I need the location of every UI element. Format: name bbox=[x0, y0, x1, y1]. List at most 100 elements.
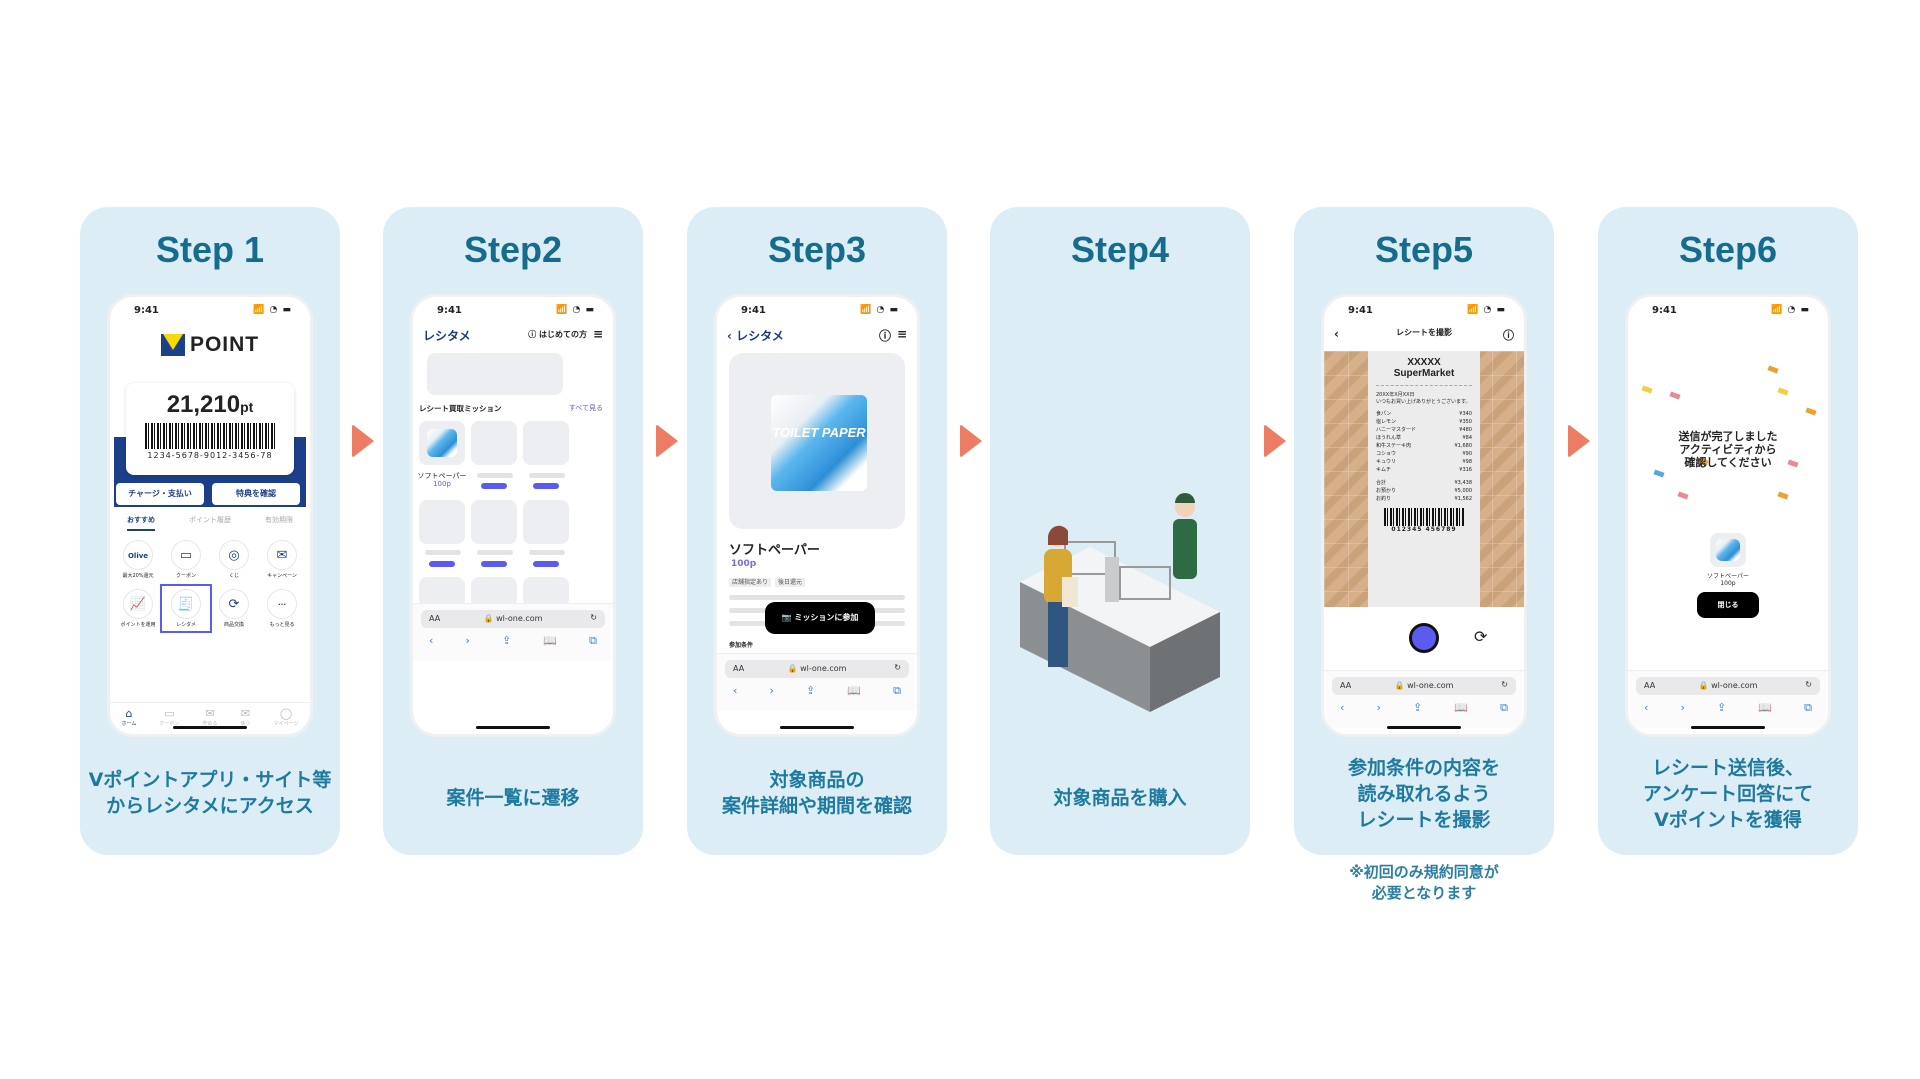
url-bar[interactable]: AA🔒 wl-one.com↻ bbox=[1332, 677, 1516, 695]
forward-icon[interactable]: › bbox=[465, 634, 470, 647]
step-caption: 参加条件の内容を読み取れるようレシートを撮影 bbox=[1347, 757, 1500, 831]
forward-icon[interactable]: › bbox=[769, 684, 774, 697]
forward-icon[interactable]: › bbox=[1680, 701, 1685, 714]
feature-exchange[interactable]: ⟳商品交換 bbox=[210, 586, 258, 631]
receipt-line: キュウリ¥98 bbox=[1376, 459, 1472, 465]
close-button[interactable]: 閉じる bbox=[1697, 592, 1759, 618]
browser-bar: AA🔒 wl-one.com↻ ‹ › ⇪ 📖 ⧉ bbox=[1324, 670, 1524, 728]
receipt-barcode bbox=[1384, 508, 1464, 526]
tote-bag bbox=[1062, 577, 1078, 607]
step-1-panel: Step 1 9:41📶 ◔ ▬ POINT 21,210pt 1234-567… bbox=[80, 207, 340, 855]
point-balance: 21,210 bbox=[166, 391, 241, 418]
feature-lottery[interactable]: ◎くじ bbox=[210, 537, 258, 582]
nav-item[interactable]: ▭クーポン bbox=[159, 707, 179, 727]
receipt-line: 塩レモン¥350 bbox=[1376, 419, 1472, 425]
reload-icon[interactable]: ↻ bbox=[1805, 680, 1812, 689]
tabs-icon[interactable]: ⧉ bbox=[893, 684, 901, 697]
nav-item[interactable]: ◯マイページ bbox=[274, 707, 299, 727]
back-icon[interactable]: ‹ bbox=[429, 634, 434, 647]
confetti-piece bbox=[1677, 491, 1689, 500]
confetti-piece bbox=[1767, 365, 1779, 374]
feature-label: もっと見る bbox=[269, 622, 295, 628]
menu-icon[interactable]: ≡ bbox=[592, 327, 603, 341]
mission-item-thumbnail[interactable] bbox=[419, 421, 465, 465]
more-icon: ··· bbox=[267, 589, 297, 619]
see-all-link[interactable]: すべて見る bbox=[568, 404, 603, 412]
tabs-icon[interactable]: ⧉ bbox=[1804, 701, 1812, 714]
bookmarks-icon[interactable]: 📖 bbox=[1454, 701, 1468, 714]
nav-label: 使う bbox=[240, 721, 251, 727]
receipt-line: お預かり¥5,000 bbox=[1376, 488, 1472, 494]
share-icon[interactable]: ⇪ bbox=[1413, 701, 1423, 714]
feature-invest[interactable]: 📈ポイントを運用 bbox=[114, 586, 162, 631]
menu-icon[interactable]: ≡ bbox=[896, 327, 907, 341]
switch-camera-icon[interactable]: ⟳ bbox=[1474, 627, 1488, 646]
nav-item[interactable]: ✉使う bbox=[241, 707, 251, 727]
share-icon[interactable]: ⇪ bbox=[1717, 701, 1727, 714]
coupon-icon: ▭ bbox=[171, 540, 201, 570]
app-title: レシタメ bbox=[423, 329, 471, 343]
barcode bbox=[145, 423, 275, 449]
bookmarks-icon[interactable]: 📖 bbox=[847, 684, 861, 697]
browser-bar: AA🔒 wl-one.com↻ ‹ › ⇪ 📖 ⧉ bbox=[717, 653, 917, 711]
step-2-panel: Step2 9:41📶 ◔ ▬ レシタメ ⓘ はじめての方 ≡ レシート買取ミッ… bbox=[383, 207, 643, 855]
step-title: Step3 bbox=[767, 229, 867, 270]
feature-receipt[interactable]: 🧾レシタメ bbox=[160, 584, 212, 633]
step-3-panel: Step3 9:41📶 ◔ ▬ ‹ レシタメ ⓘ≡ TOILET PAPER ソ… bbox=[687, 207, 947, 855]
tabs-icon[interactable]: ⧉ bbox=[1500, 701, 1508, 714]
conditions-heading: 参加条件 bbox=[729, 642, 754, 649]
tab-expiry[interactable]: 有効期限 bbox=[265, 516, 293, 524]
signal-icon: 📶 ◔ ▬ bbox=[556, 305, 595, 315]
nav-icon: ✉ bbox=[240, 707, 251, 720]
back-icon[interactable]: ‹ bbox=[727, 329, 737, 343]
receipt-line: ほうれん草¥84 bbox=[1376, 435, 1472, 441]
product-image: TOILET PAPER bbox=[729, 353, 905, 529]
nav-item[interactable]: ✉貯める bbox=[202, 707, 217, 727]
url-bar[interactable]: AA🔒 wl-one.com↻ bbox=[1636, 677, 1820, 695]
bookmarks-icon[interactable]: 📖 bbox=[1758, 701, 1772, 714]
clerk-body bbox=[1173, 519, 1197, 579]
help-icon[interactable]: ⓘ bbox=[878, 329, 891, 343]
signal-icon: 📶 ◔ ▬ bbox=[1771, 305, 1810, 315]
reload-icon[interactable]: ↻ bbox=[894, 663, 901, 672]
back-icon[interactable]: ‹ bbox=[1644, 701, 1649, 714]
checkout-illustration bbox=[1020, 493, 1220, 712]
share-icon[interactable]: ⇪ bbox=[806, 684, 816, 697]
shutter-button[interactable] bbox=[1409, 623, 1439, 653]
charge-pay-button[interactable]: チャージ・支払い bbox=[116, 483, 204, 505]
mission-item-points: 100p bbox=[433, 480, 451, 488]
reload-icon[interactable]: ↻ bbox=[1501, 680, 1508, 689]
reload-icon[interactable]: ↻ bbox=[590, 613, 597, 622]
v-logo-icon bbox=[160, 334, 185, 356]
banner-placeholder bbox=[427, 353, 563, 395]
product-name: ソフトペーパー bbox=[729, 543, 820, 558]
forward-icon[interactable]: › bbox=[1376, 701, 1381, 714]
nav-item[interactable]: ⌂ホーム bbox=[122, 707, 137, 727]
share-icon[interactable]: ⇪ bbox=[502, 634, 512, 647]
tabs-icon[interactable]: ⧉ bbox=[589, 634, 597, 647]
bookmarks-icon[interactable]: 📖 bbox=[543, 634, 557, 647]
help-icon[interactable]: ⓘ bbox=[1503, 329, 1514, 342]
status-time: 9:41 bbox=[134, 305, 159, 316]
back-icon[interactable]: ‹ bbox=[1334, 327, 1339, 341]
nav-icon: ▭ bbox=[164, 707, 175, 720]
help-link[interactable]: ⓘ はじめての方 bbox=[528, 330, 587, 339]
feature-more[interactable]: ··· もっと見る bbox=[258, 586, 306, 631]
back-icon[interactable]: ‹ bbox=[733, 684, 738, 697]
back-icon[interactable]: ‹ bbox=[1340, 701, 1345, 714]
feature-coupon[interactable]: ▭クーポン bbox=[162, 537, 210, 582]
tab-recommended[interactable]: おすすめ bbox=[127, 515, 155, 531]
point-card[interactable]: 21,210pt 1234-5678-9012-3456-78 bbox=[126, 383, 294, 475]
benefits-button[interactable]: 特典を確認 bbox=[212, 483, 300, 505]
url-bar[interactable]: AA🔒 wl-one.com↻ bbox=[725, 660, 909, 678]
campaign-icon: ✉ bbox=[267, 540, 297, 570]
tab-point-history[interactable]: ポイント履歴 bbox=[189, 516, 231, 524]
feature-label: キャンペーン bbox=[267, 573, 297, 579]
join-mission-button[interactable]: 📷 ミッションに参加 bbox=[765, 602, 875, 634]
url-bar[interactable]: AA🔒 wl-one.com↻ bbox=[421, 610, 605, 628]
product-points: 100p bbox=[731, 559, 757, 569]
browser-bar: AA🔒 wl-one.com↻ ‹ › ⇪ 📖 ⧉ bbox=[413, 603, 613, 661]
feature-campaign[interactable]: ✉ キャンペーン bbox=[258, 537, 306, 582]
